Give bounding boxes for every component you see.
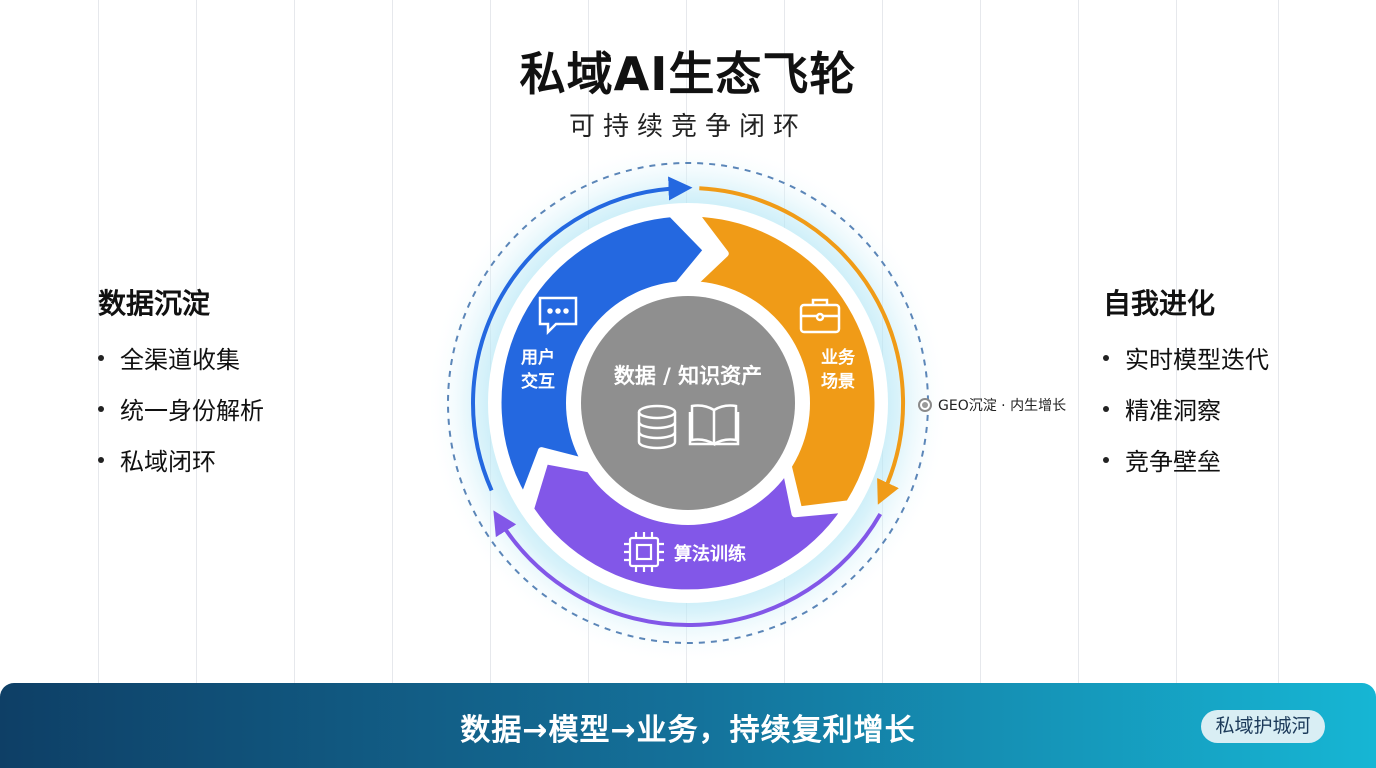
- target-dot-icon: [918, 398, 932, 412]
- segment-label: 算法训练: [674, 543, 746, 565]
- center-circle: [581, 296, 795, 510]
- list-item: 精准洞察: [1103, 395, 1269, 446]
- list-item: 竞争壁垒: [1103, 446, 1269, 497]
- bullet-icon: [1103, 457, 1109, 463]
- briefcase-icon: [799, 298, 841, 334]
- flywheel-diagram: 数据 / 知识资产 用户 交互 业务 场景 算法训练: [426, 150, 950, 665]
- grid-line: [196, 0, 197, 683]
- right-heading: 自我进化: [1103, 287, 1216, 320]
- left-panel: 数据沉淀 全渠道收集 统一身份解析 私域闭环: [98, 282, 264, 497]
- list-item: 实时模型迭代: [1103, 344, 1269, 395]
- bullet-icon: [1103, 355, 1109, 361]
- grid-line: [392, 0, 393, 683]
- list-item: 私域闭环: [98, 446, 264, 497]
- segment-label: 业务: [821, 347, 856, 368]
- page-title: 私域AI生态飞轮: [519, 47, 857, 101]
- chat-bubble-icon: [538, 296, 578, 336]
- grid-line: [98, 0, 99, 683]
- grid-line: [1278, 0, 1279, 683]
- database-icon: [637, 404, 677, 450]
- right-panel: 自我进化 实时模型迭代 精准洞察 竞争壁垒: [1103, 282, 1269, 497]
- bullet-icon: [98, 355, 104, 361]
- list-item: 全渠道收集: [98, 344, 264, 395]
- grid-line: [1078, 0, 1079, 683]
- list-item: 统一身份解析: [98, 395, 264, 446]
- book-icon: [688, 404, 740, 447]
- center-label: 数据 / 知识资产: [614, 364, 762, 388]
- bullet-icon: [98, 406, 104, 412]
- moat-badge: 私域护城河: [1201, 710, 1325, 743]
- grid-line: [1176, 0, 1177, 683]
- chip-icon: [624, 532, 664, 572]
- grid-line: [294, 0, 295, 683]
- left-heading: 数据沉淀: [98, 287, 211, 320]
- bullet-icon: [98, 457, 104, 463]
- grid-line: [980, 0, 981, 683]
- flow-arrow-blue: [471, 176, 693, 492]
- segment-label: 用户: [521, 347, 555, 368]
- flow-arrow-purple: [493, 510, 883, 628]
- segment-label: 场景: [821, 372, 855, 392]
- banner-text: 数据→模型→业务，持续复利增长: [460, 713, 916, 748]
- geo-annotation: GEO沉淀 · 内生增长: [918, 395, 1066, 415]
- bottom-banner: 数据→模型→业务，持续复利增长 私域护城河: [0, 683, 1376, 768]
- flow-arrow-orange: [699, 186, 906, 505]
- bullet-icon: [1103, 406, 1109, 412]
- segment-label: 交互: [521, 371, 555, 392]
- page-subtitle: 可持续竞争闭环: [568, 112, 807, 142]
